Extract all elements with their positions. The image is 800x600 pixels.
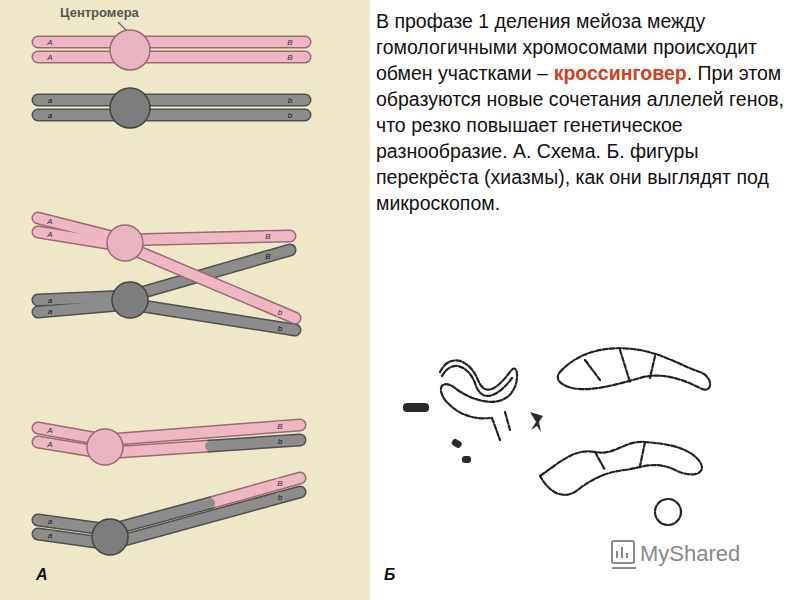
centromeres xyxy=(87,30,150,555)
allele-label: a xyxy=(47,531,53,540)
allele-label: A xyxy=(46,38,53,47)
leader-line xyxy=(118,22,126,30)
watermark: MyShared xyxy=(640,541,740,567)
chromosome-fragments xyxy=(403,403,543,463)
description-text: . При этом образуются новые сочетания ал… xyxy=(376,62,784,214)
watermark-icon xyxy=(612,541,636,568)
allele-label: B xyxy=(276,479,283,488)
allele-label: A xyxy=(46,230,53,239)
highlighted-term: кроссинговер xyxy=(554,62,687,84)
allele-label: B xyxy=(264,252,271,261)
allele-label: A xyxy=(46,440,53,449)
allele-label: a xyxy=(47,296,53,305)
panel-letter: А xyxy=(36,566,48,584)
centromere-label: Центромера xyxy=(60,5,139,20)
allele-label: b xyxy=(277,308,283,317)
allele-label: a xyxy=(47,111,53,120)
allele-label: B xyxy=(264,232,271,241)
allele-label: a xyxy=(47,96,53,105)
panel-letter: Б xyxy=(384,566,395,584)
micrograph-ground xyxy=(378,330,740,542)
allele-label: A xyxy=(46,53,53,62)
allele-label: B xyxy=(286,38,293,47)
chromatids xyxy=(38,42,305,544)
allele-label: A xyxy=(46,217,53,226)
allele-label: b xyxy=(277,324,283,333)
allele-label: b xyxy=(277,437,283,446)
allele-label: A xyxy=(46,426,53,435)
allele-label: b xyxy=(287,111,293,120)
allele-label: b xyxy=(277,493,283,502)
allele-label: a xyxy=(47,517,53,526)
allele-label: b xyxy=(287,96,293,105)
allele-label: B xyxy=(276,422,283,431)
panel-ground xyxy=(0,0,370,600)
allele-label: B xyxy=(286,53,293,62)
description-text: В профазе 1 деления мейоза между гомолог… xyxy=(376,8,786,216)
allele-label: a xyxy=(47,307,53,316)
chiasma-sketch xyxy=(440,348,710,525)
